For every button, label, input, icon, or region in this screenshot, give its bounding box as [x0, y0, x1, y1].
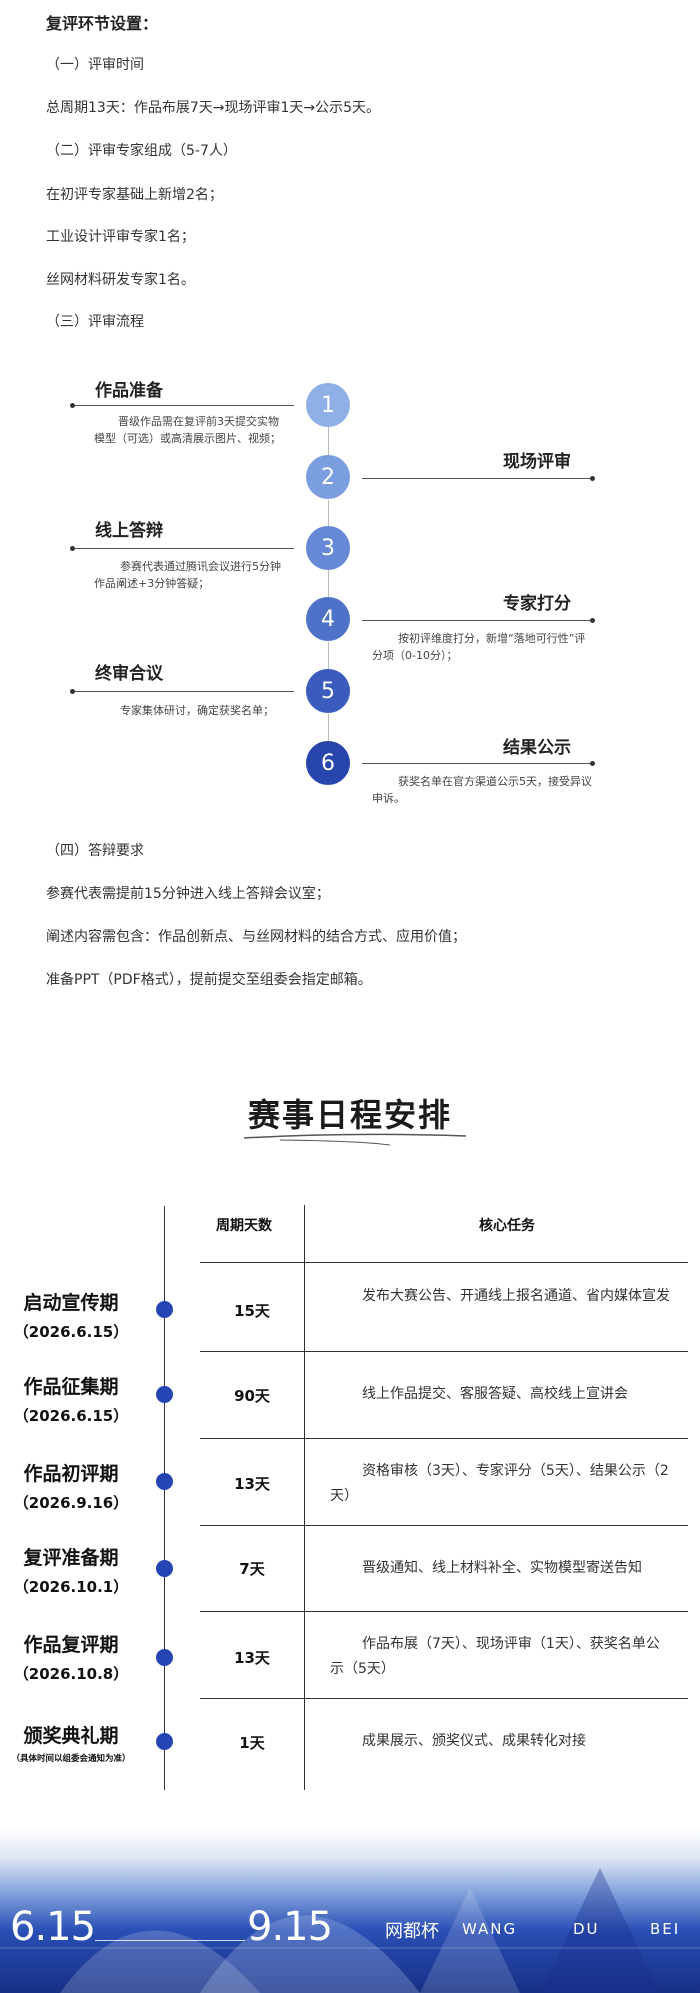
flow-step-1-desc: 晋级作品需在复评前3天提交实物模型（可选）或高清展示图片、视频； [94, 415, 281, 445]
flow-step-4-title: 专家打分 [503, 594, 571, 614]
footer-brand-letter: DU [573, 1920, 600, 1938]
phase-date: （2026.9.16） [13, 1494, 129, 1512]
phase-days: 7天 [239, 1560, 265, 1578]
phase-task: 晋级通知、线上材料补全、实物模型寄送告知 [362, 1560, 642, 1576]
flow-step-3-title: 线上答辩 [95, 521, 163, 541]
flow-step-5-title: 终审合议 [95, 664, 163, 684]
flow-step-5-desc: 专家集体研讨，确定获奖名单； [120, 704, 274, 717]
phase-days: 13天 [234, 1475, 270, 1493]
phase-name: 复评准备期 [23, 1547, 119, 1569]
timeline-dot [156, 1473, 173, 1490]
phase-name: 作品初评期 [23, 1463, 119, 1485]
schedule-timeline-axis [164, 1206, 165, 1790]
flow-step-6-title: 结果公示 [503, 738, 571, 758]
timeline-dot [156, 1301, 173, 1318]
footer-date-connector [95, 1940, 245, 1941]
footer-brand-letter: BEI [650, 1920, 681, 1938]
phase-task: 发布大赛公告、开通线上报名通道、省内媒体宣发 [362, 1288, 670, 1304]
phase-task: 线上作品提交、客服答疑、高校线上宣讲会 [362, 1386, 628, 1402]
review-time-heading: （一）评审时间 [46, 57, 144, 73]
table-column-divider [304, 1205, 305, 1790]
flow-step-4-desc: 按初评维度打分，新增“落地可行性”评分项（0-10分）； [372, 632, 586, 662]
schedule-title: 赛事日程安排 [247, 1096, 452, 1134]
phase-date: （2026.6.15） [13, 1407, 129, 1425]
phase-task: 资格审核（3天）、专家评分（5天）、结果公示（2天） [330, 1463, 669, 1504]
timeline-dot [156, 1733, 173, 1750]
phase-days: 15天 [234, 1302, 270, 1320]
review-process-heading: （三）评审流程 [46, 314, 144, 330]
footer-date-start: 6.15 [10, 1904, 96, 1950]
phase-name: 作品复评期 [23, 1634, 119, 1656]
defense-line-2: 阐述内容需包含：作品创新点、与丝网材料的结合方式、应用价值； [46, 929, 466, 945]
phase-name: 颁奖典礼期 [23, 1725, 119, 1747]
review-experts-line-1: 在初评专家基础上新增2名； [46, 187, 223, 203]
phase-days: 13天 [234, 1649, 270, 1667]
review-experts-heading: （二）评审专家组成（5-7人） [46, 143, 237, 159]
footer-date-end: 9.15 [247, 1904, 333, 1950]
col-header-tasks: 核心任务 [479, 1218, 535, 1234]
flow-step-1-node: 1 [306, 383, 350, 427]
review-experts-line-2: 工业设计评审专家1名； [46, 229, 195, 245]
footer-abstract-graphic [0, 1868, 700, 1993]
flow-step-6-desc: 获奖名单在官方渠道公示5天，接受异议申诉。 [372, 775, 592, 805]
col-header-days: 周期天数 [216, 1218, 272, 1234]
flow-step-6-node: 6 [306, 741, 350, 785]
flow-step-2-title: 现场评审 [503, 452, 571, 472]
phase-days: 90天 [234, 1387, 270, 1405]
defense-line-3: 准备PPT（PDF格式），提前提交至组委会指定邮箱。 [46, 972, 372, 988]
defense-heading: （四）答辩要求 [46, 843, 144, 859]
review-time-text: 总周期13天：作品布展7天→现场评审1天→公示5天。 [46, 100, 380, 116]
flow-step-5-node: 5 [306, 669, 350, 713]
flow-step-2-node: 2 [306, 455, 350, 499]
footer-brand-letter: WANG [462, 1920, 518, 1938]
flow-step-3-desc: 参赛代表通过腾讯会议进行5分钟作品阐述+3分钟答疑； [94, 560, 281, 590]
title-underline-swoosh [243, 1133, 467, 1146]
footer-banner: 6.15 9.15 网都杯 WANG DU BEI [0, 1828, 700, 1993]
phase-date-note: （具体时间以组委会通知为准） [11, 1754, 131, 1764]
phase-name: 启动宣传期 [23, 1292, 119, 1314]
timeline-dot [156, 1649, 173, 1666]
phase-date: （2026.6.15） [13, 1323, 129, 1341]
defense-line-1: 参赛代表需提前15分钟进入线上答辩会议室； [46, 886, 330, 902]
phase-task: 成果展示、颁奖仪式、成果转化对接 [362, 1733, 586, 1749]
phase-days: 1天 [239, 1734, 265, 1752]
phase-task: 作品布展（7天）、现场评审（1天）、获奖名单公示（5天） [330, 1636, 660, 1677]
phase-date: （2026.10.8） [13, 1665, 129, 1683]
timeline-dot [156, 1386, 173, 1403]
review-section-title: 复评环节设置： [46, 14, 159, 33]
flow-step-4-node: 4 [306, 597, 350, 641]
flow-step-1-title: 作品准备 [95, 381, 163, 401]
flow-step-3-node: 3 [306, 526, 350, 570]
review-experts-line-3: 丝网材料研发专家1名。 [46, 272, 195, 288]
phase-date: （2026.10.1） [13, 1578, 129, 1596]
timeline-dot [156, 1560, 173, 1577]
phase-name: 作品征集期 [23, 1376, 119, 1398]
footer-brand: 网都杯 [385, 1921, 439, 1942]
